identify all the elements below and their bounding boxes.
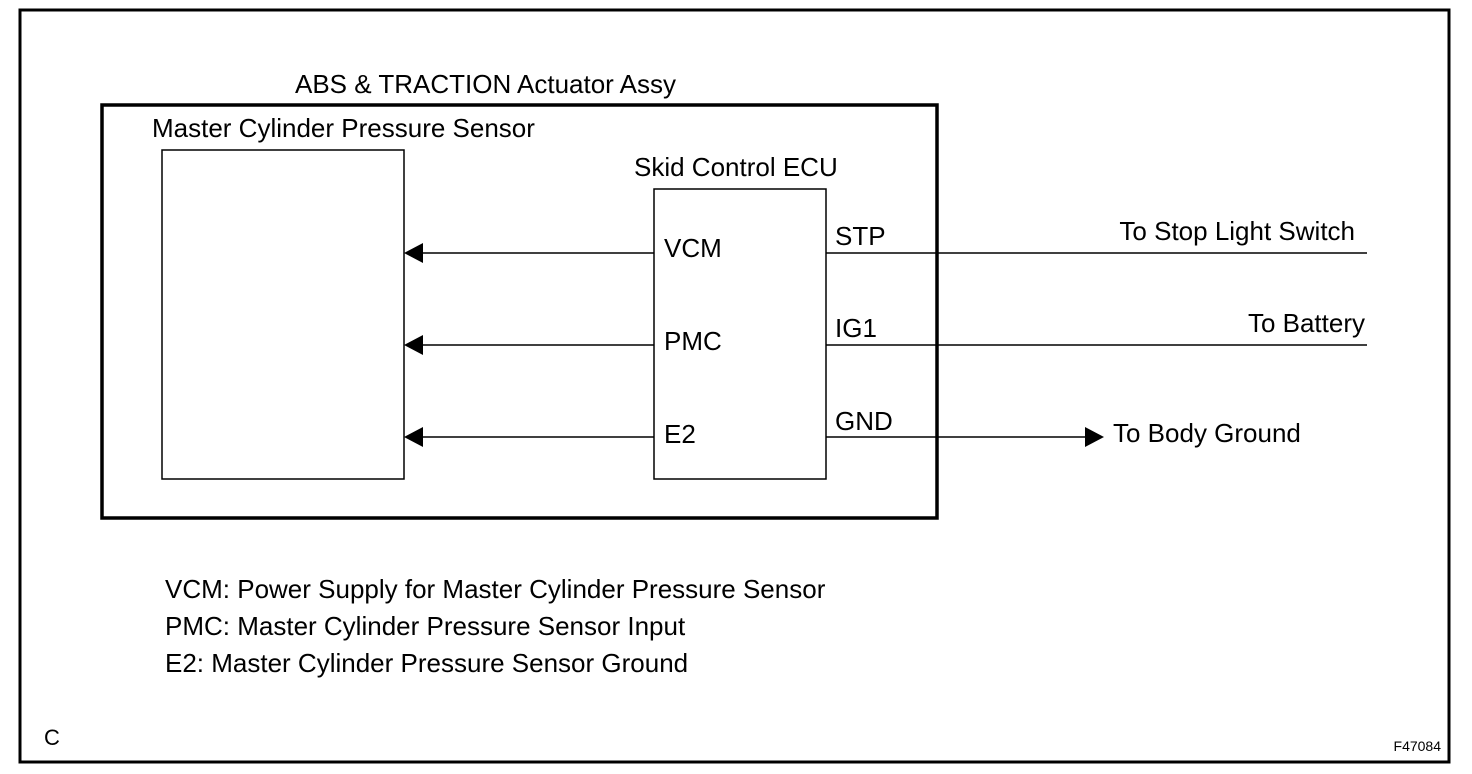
terminal-vcm: VCM	[664, 233, 722, 263]
legend-pmc: PMC: Master Cylinder Pressure Sensor Inp…	[165, 611, 686, 641]
corner-label: C	[44, 725, 60, 750]
vcm-arrowhead	[404, 243, 423, 263]
terminal-ig1: IG1	[835, 313, 877, 343]
stop-light-switch-label: To Stop Light Switch	[1119, 216, 1355, 246]
e2-arrowhead	[404, 427, 423, 447]
legend-vcm: VCM: Power Supply for Master Cylinder Pr…	[165, 574, 826, 604]
pmc-arrowhead	[404, 335, 423, 355]
terminal-pmc: PMC	[664, 326, 722, 356]
terminal-gnd: GND	[835, 406, 893, 436]
terminal-e2: E2	[664, 419, 696, 449]
sensor-box	[161, 149, 405, 480]
outer-frame	[18, 8, 1451, 764]
body-ground-label: To Body Ground	[1113, 418, 1301, 448]
battery-label: To Battery	[1248, 308, 1365, 338]
ecu-box	[653, 188, 827, 480]
terminal-stp: STP	[835, 221, 886, 251]
ecu-label: Skid Control ECU	[634, 152, 838, 182]
legend-e2: E2: Master Cylinder Pressure Sensor Grou…	[165, 648, 688, 678]
actuator-assy-label: ABS & TRACTION Actuator Assy	[295, 69, 676, 99]
gnd-arrowhead	[1085, 427, 1104, 447]
actuator-assy-box	[100, 103, 939, 520]
sensor-label: Master Cylinder Pressure Sensor	[152, 113, 535, 143]
figure-id: F47084	[1394, 738, 1442, 754]
